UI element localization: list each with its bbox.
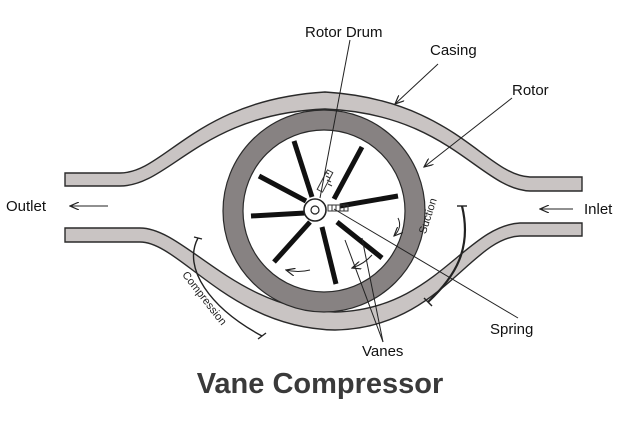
vane — [250, 210, 306, 219]
spring-coil — [316, 169, 334, 193]
spring-label: Spring — [490, 321, 534, 338]
casing-leader — [395, 63, 439, 104]
rotor-leader — [424, 97, 513, 167]
rotor-ring-outer-edge — [222, 109, 426, 313]
vanes-label: Vanes — [362, 343, 404, 360]
vanes-group — [250, 140, 399, 285]
rotor-drum-leader — [319, 39, 351, 199]
vane — [291, 140, 315, 198]
upper-casing-band — [64, 91, 583, 192]
rotor-drum-label: Rotor Drum — [305, 24, 383, 41]
rotor-label: Rotor — [512, 82, 549, 99]
hub-center — [310, 205, 320, 215]
vane — [272, 220, 312, 264]
leader-lines — [319, 39, 519, 343]
vane — [331, 145, 365, 201]
casing-label: Casing — [430, 42, 477, 59]
inlet-label: Inlet — [584, 201, 613, 218]
outlet-label: Outlet — [6, 198, 47, 215]
vane — [335, 220, 384, 260]
vane-leader-right — [361, 237, 384, 343]
vane — [339, 193, 399, 209]
rotor-ring — [223, 110, 425, 312]
diagram-title: Vane Compressor — [196, 368, 444, 400]
rotation-arrows — [286, 217, 400, 272]
lower-casing-band — [64, 222, 583, 331]
vane — [319, 226, 339, 285]
compression-arc — [192, 237, 263, 337]
suction-arc — [427, 205, 467, 303]
spring-leader — [333, 208, 519, 319]
vane — [257, 173, 308, 204]
vane-leader-left — [344, 239, 384, 343]
